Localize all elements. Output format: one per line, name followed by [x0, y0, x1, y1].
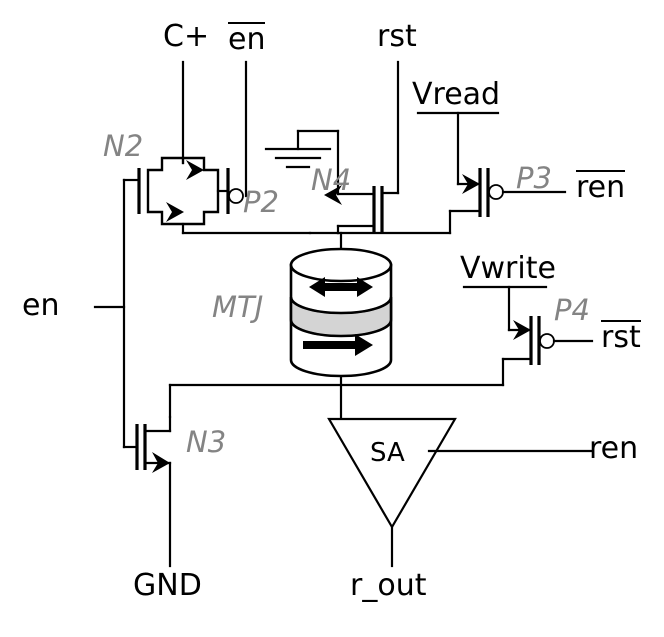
supply-vwrite — [462, 285, 548, 332]
wire-en-rail — [93, 178, 139, 449]
supply-vread — [416, 111, 500, 186]
double-arrow-icon — [309, 277, 373, 297]
label-rst: rst — [377, 19, 417, 54]
label-c-plus: C+ — [163, 19, 210, 54]
single-arrow-icon — [303, 334, 373, 356]
label-device-p4: P4 — [554, 293, 590, 327]
label-rst-bar: rst — [601, 320, 641, 355]
transistor-n4 — [296, 129, 400, 235]
mtj-device — [289, 247, 393, 378]
transistor-p3 — [336, 168, 567, 235]
label-en: en — [22, 288, 60, 323]
sense-amplifier — [327, 383, 594, 568]
label-device-p2: P2 — [243, 185, 279, 219]
label-device-mtj: MTJ — [212, 290, 264, 324]
label-r-out: r_out — [350, 568, 427, 603]
wire-bottom-bus — [168, 383, 505, 419]
transmission-gate-n2-p2 — [137, 156, 312, 235]
label-ren: ren — [589, 431, 639, 466]
label-en-bar: en — [228, 22, 266, 57]
label-device-n3: N3 — [186, 425, 227, 459]
label-vwrite: Vwrite — [460, 251, 556, 286]
label-ren-bar: ren — [576, 170, 626, 205]
label-vread: Vread — [412, 77, 501, 112]
label-gnd: GND — [133, 568, 202, 603]
label-device-n4: N4 — [311, 163, 352, 197]
transistor-p4 — [501, 316, 594, 387]
transistor-n3 — [135, 415, 172, 568]
label-device-p3: P3 — [516, 161, 552, 195]
ground-icon — [264, 129, 332, 169]
label-device-sa: SA — [370, 438, 405, 468]
label-device-n2: N2 — [103, 129, 144, 163]
